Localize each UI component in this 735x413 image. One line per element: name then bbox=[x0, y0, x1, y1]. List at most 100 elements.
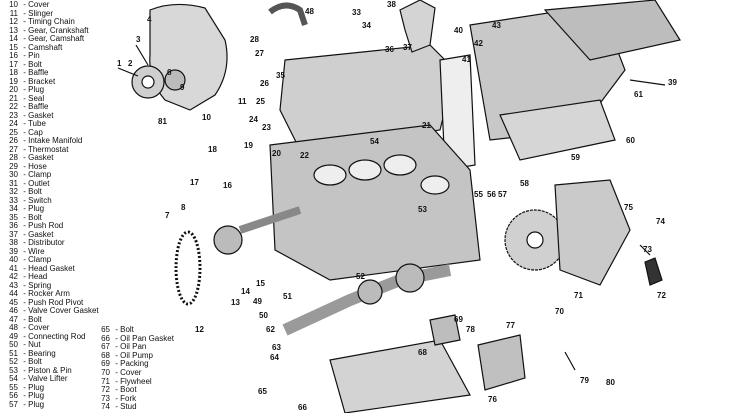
legend-row: 30 - Clamp bbox=[2, 170, 51, 179]
legend-number: 55 bbox=[9, 382, 18, 392]
legend-number: 14 bbox=[9, 34, 18, 43]
legend-row: 69 - Packing bbox=[94, 359, 148, 369]
exhaust-manifold bbox=[499, 99, 616, 161]
legend-part-name: Rocker Arm bbox=[28, 289, 70, 298]
legend-number: 52 bbox=[9, 357, 18, 366]
part-callout-label: 25 bbox=[256, 97, 265, 106]
part-callout-label: 38 bbox=[387, 0, 396, 9]
legend-row: 10 - Cover bbox=[2, 0, 49, 9]
legend-number: 47 bbox=[9, 314, 18, 324]
legend-part-name: Gasket bbox=[28, 110, 54, 120]
part-callout-label: 52 bbox=[356, 272, 365, 281]
legend-number: 72 bbox=[101, 385, 110, 395]
part-callout-label: 60 bbox=[626, 136, 635, 145]
part-callout-label: 17 bbox=[190, 178, 199, 187]
legend-row: 67 - Oil Pan bbox=[94, 342, 146, 351]
legend-number: 56 bbox=[9, 391, 18, 400]
legend-part-name: Spring bbox=[28, 280, 52, 290]
legend-row: 13 - Gear, Crankshaft bbox=[2, 26, 89, 35]
legend-row: 21 - Seal bbox=[2, 94, 44, 103]
part-callout-label: 72 bbox=[657, 291, 666, 300]
legend-row: 22 - Baffle bbox=[2, 102, 48, 111]
part-callout-label: 76 bbox=[488, 395, 497, 404]
legend-number: 23 bbox=[9, 110, 18, 120]
legend-part-name: Flywheel bbox=[120, 376, 152, 386]
part-callout-label: 48 bbox=[305, 7, 314, 16]
legend-number: 33 bbox=[9, 195, 18, 205]
legend-row: 37 - Gasket bbox=[2, 230, 53, 239]
legend-part-name: Clamp bbox=[28, 170, 52, 179]
part-callout-label: 23 bbox=[262, 123, 271, 132]
legend-part-name: Gear, Crankshaft bbox=[28, 25, 89, 35]
part-callout-label: 80 bbox=[606, 378, 615, 387]
legend-row: 33 - Switch bbox=[2, 196, 52, 205]
legend-row: 17 - Bolt bbox=[2, 60, 42, 69]
legend-number: 65 bbox=[101, 325, 110, 334]
part-callout-label: 68 bbox=[418, 348, 427, 357]
legend-part-name: Baffle bbox=[28, 68, 49, 77]
legend-number: 40 bbox=[9, 255, 18, 264]
part-callout-label: 65 bbox=[258, 387, 267, 396]
legend-number: 10 bbox=[9, 0, 18, 9]
legend-number: 34 bbox=[9, 204, 18, 213]
part-callout-label: 53 bbox=[418, 205, 427, 214]
legend-row: 15 - Camshaft bbox=[2, 43, 62, 52]
legend-part-name: Head bbox=[28, 272, 48, 281]
legend-row: 35 - Bolt bbox=[2, 213, 42, 222]
legend-part-name: Tube bbox=[27, 119, 46, 128]
hose bbox=[268, 2, 308, 26]
legend-part-name: Fork bbox=[120, 393, 137, 403]
legend-part-name: Thermostat bbox=[27, 144, 69, 154]
part-callout-label: 12 bbox=[195, 325, 204, 334]
legend-row: 48 - Cover bbox=[2, 323, 49, 332]
legend-row: 68 - Oil Pump bbox=[94, 351, 153, 360]
part-callout-label: 34 bbox=[362, 21, 371, 30]
legend-part-name: Wire bbox=[28, 246, 45, 256]
engine-block bbox=[269, 124, 481, 281]
legend-number: 28 bbox=[9, 153, 18, 162]
part-callout-label: 20 bbox=[272, 149, 281, 158]
part-callout-label: 66 bbox=[298, 403, 307, 412]
legend-row: 43 - Spring bbox=[2, 281, 51, 290]
legend-part-name: Cover bbox=[28, 0, 50, 9]
legend-part-name: Outlet bbox=[28, 178, 50, 188]
legend-number: 69 bbox=[101, 359, 110, 369]
legend-part-name: Seal bbox=[28, 93, 45, 103]
legend-number: 38 bbox=[9, 238, 18, 247]
legend-part-name: Bolt bbox=[28, 212, 42, 222]
part-callout-label: 33 bbox=[352, 8, 361, 17]
legend-part-name: Head Gasket bbox=[28, 263, 75, 273]
part-callout-label: 55 bbox=[474, 190, 483, 199]
legend-row: 11 - Slinger bbox=[2, 9, 53, 18]
part-callout-label: 79 bbox=[580, 376, 589, 385]
legend-number: 37 bbox=[9, 229, 18, 239]
legend-number: 32 bbox=[9, 187, 18, 196]
legend-number: 51 bbox=[9, 348, 18, 358]
legend-number: 22 bbox=[9, 102, 18, 111]
legend-number: 26 bbox=[9, 136, 18, 145]
crank-gear bbox=[164, 69, 186, 91]
part-callout-label: 54 bbox=[370, 137, 379, 146]
legend-number: 31 bbox=[9, 178, 18, 188]
part-callout-label: 15 bbox=[256, 279, 265, 288]
part-callout-label: 37 bbox=[403, 43, 412, 52]
legend-number: 44 bbox=[9, 289, 18, 298]
oil-pan bbox=[329, 339, 471, 413]
legend-part-name: Oil Pan bbox=[120, 342, 147, 352]
head-gasket bbox=[439, 54, 476, 171]
legend-part-name: Bracket bbox=[28, 76, 56, 86]
legend-part-name: Valve Cover Gasket bbox=[28, 306, 99, 315]
legend-row: 49 - Connecting Rod bbox=[2, 332, 85, 341]
legend-number: 17 bbox=[9, 59, 18, 69]
legend-row: 14 - Gear, Camshaft bbox=[2, 34, 84, 43]
part-callout-label: 13 bbox=[231, 298, 240, 307]
legend-number: 36 bbox=[9, 221, 18, 230]
legend-part-name: Distributor bbox=[28, 238, 65, 247]
part-callout-label: 81 bbox=[158, 117, 167, 126]
timing-cover bbox=[149, 3, 228, 111]
legend-part-name: Valve Lifter bbox=[28, 374, 68, 383]
legend-part-name: Plug bbox=[28, 382, 45, 392]
part-callout-label: 4 bbox=[147, 15, 152, 24]
legend-number: 19 bbox=[9, 76, 18, 86]
